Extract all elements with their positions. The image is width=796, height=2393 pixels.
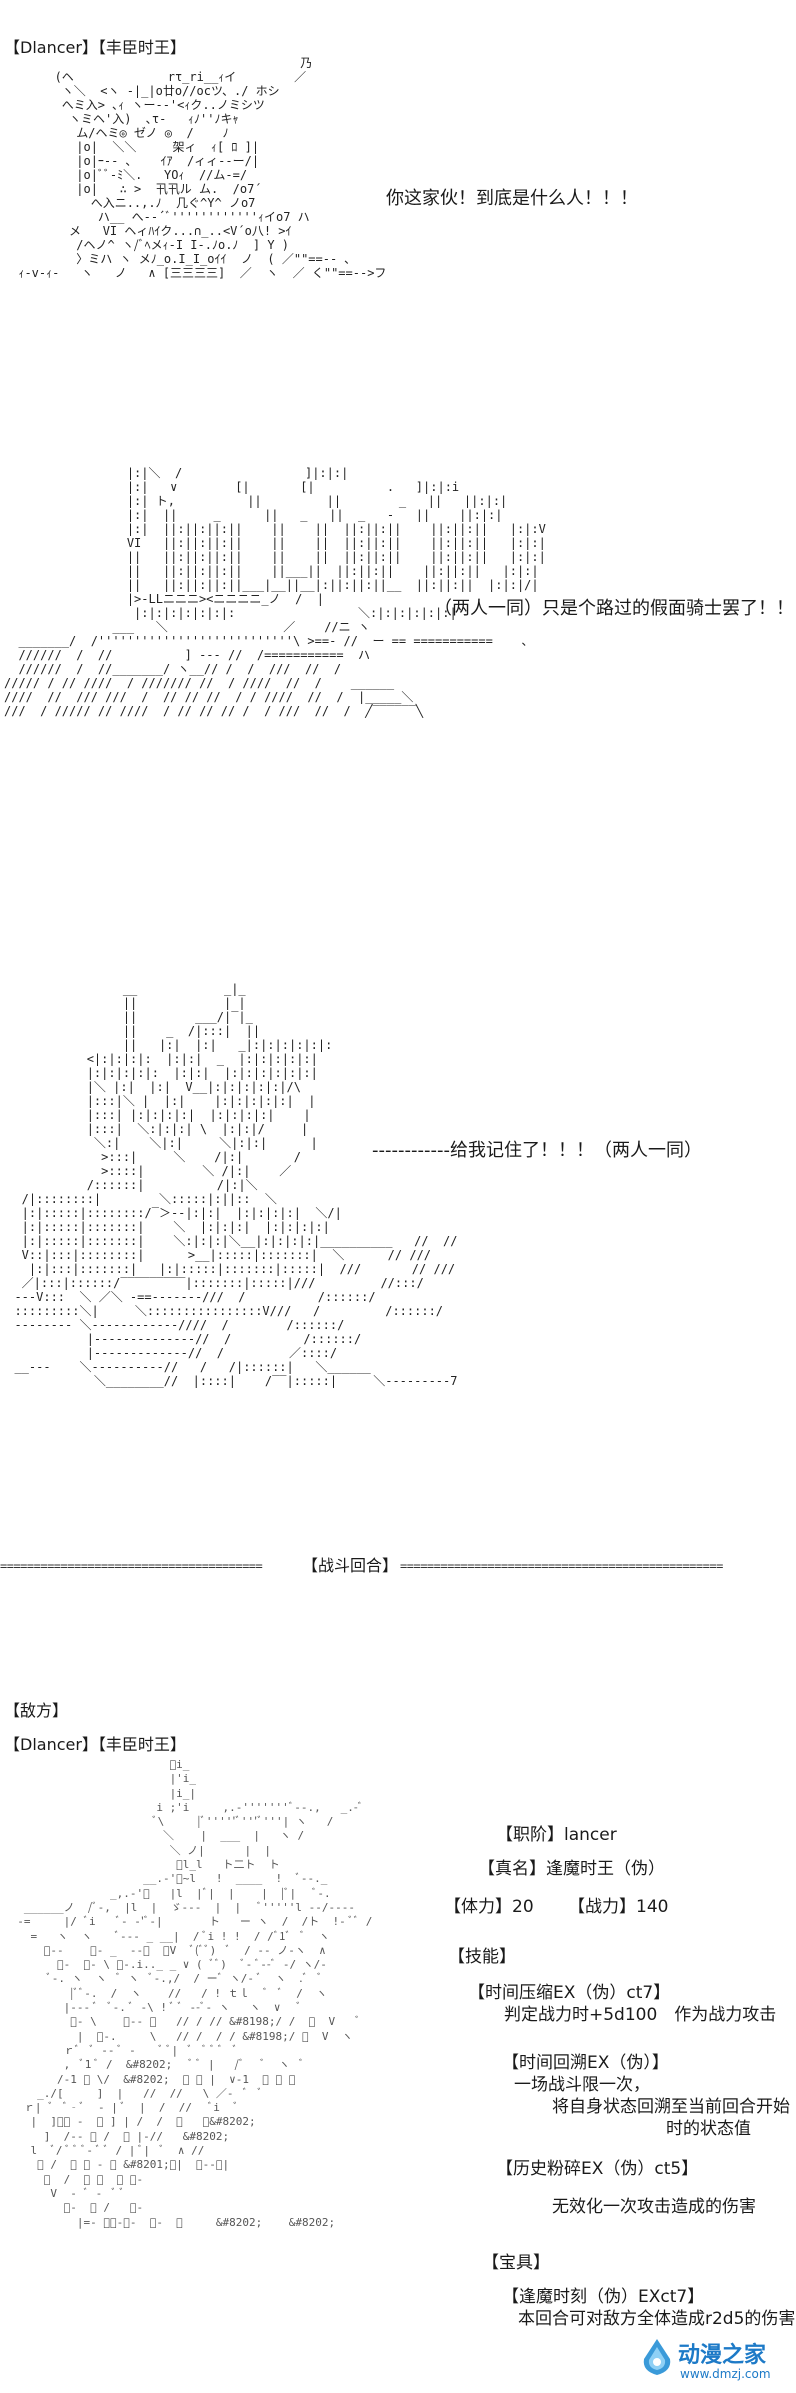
battle-round-divider: ======================================= … (0, 1556, 796, 1576)
divider-right: ========================================… (400, 1559, 723, 1573)
skill3-name: 【历史粉碎EX（伪）ct5】 (496, 2159, 699, 2179)
skill2-desc-2: 将自身状态回溯至当前回合开始 (552, 2097, 790, 2117)
enemy-hp: 【体力】20 (444, 1897, 534, 1917)
enemy-true-name: 【真名】逢魔时王（伪） (478, 1859, 665, 1879)
watermark: 动漫之家 www.dmzj.com (640, 2335, 790, 2387)
np-name: 【逢魔时刻（伪）EXct7】 (502, 2287, 705, 2307)
watermark-logo-icon (640, 2337, 674, 2377)
skill1-desc: 判定战力时+5d100 作为战力攻击 (504, 2005, 777, 2025)
panel2-dialogue: （两人一同）只是个路过的假面骑士罢了！！！ (434, 598, 796, 619)
ascii-art-riders-leaving: __ _|_ || | | || ___/|‾|_ || _ /|:::| ||… (14, 982, 458, 1388)
ascii-art-riders-rooftop: |:|＼ / ]|:|:| |:| ∨ [| [| . ]|:|:i |:| ト… (4, 466, 546, 718)
skill2-name: 【时间回溯EX（伪）】 (502, 2053, 669, 2073)
enemy-power: 【战力】140 (568, 1897, 669, 1917)
divider-left: ======================================= (0, 1559, 263, 1573)
np-label: 【宝具】 (482, 2253, 550, 2273)
skill3-desc: 无效化一次攻击造成的伤害 (552, 2197, 756, 2217)
ascii-art-character-1: 乃 (ヘ rτ_ri__ｨイ ／ ヽ＼ <ヽ -|_|o廿o//ocツ、./ ホ… (18, 56, 387, 280)
np-desc: 本回合可对敌方全体造成r2d5的伤害 (518, 2309, 796, 2329)
skill1-name: 【时间压缩EX（伪）ct7】 (468, 1983, 671, 2003)
skill2-desc-1: 一场战斗限一次， (514, 2075, 650, 2095)
skill2-desc-3: 时的状态值 (666, 2119, 751, 2139)
skills-label: 【技能】 (448, 1947, 516, 1967)
ascii-art-enemy-character: ﾞi_ |'i_ |i_| i ;'i ,.‐'''''''ﾞ‐‐., _.-ﾞ… (17, 1758, 373, 2229)
enemy-section-label: 【敌方】 (4, 1701, 69, 1720)
panel1-header: 【Dlancer】【丰臣时王】 (4, 38, 186, 57)
watermark-url: www.dmzj.com (680, 2367, 771, 2381)
battle-round-label: 【战斗回合】 (302, 1556, 399, 1575)
panel3-dialogue: ------------给我记住了！！！（两人一同） (372, 1140, 702, 1161)
panel1-dialogue: 你这家伙！到底是什么人！！！ (386, 188, 638, 209)
enemy-header: 【Dlancer】【丰臣时王】 (4, 1735, 186, 1754)
watermark-name: 动漫之家 (678, 2343, 767, 2368)
enemy-rank: 【职阶】lancer (496, 1825, 617, 1845)
